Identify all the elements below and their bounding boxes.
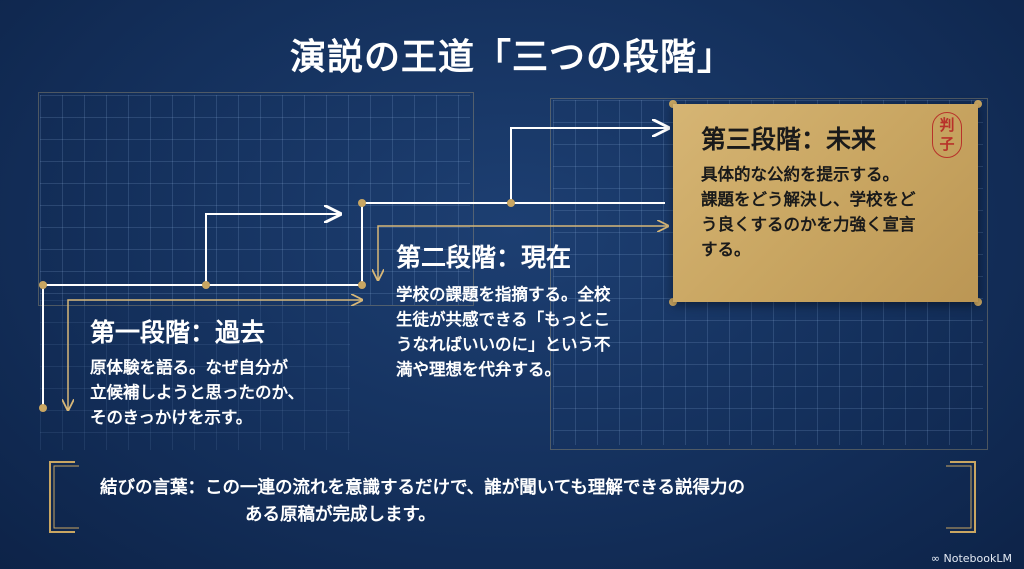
step3-line: 課題をどう解決し、学校をど — [701, 190, 916, 209]
step1-title: 第一段階：過去 — [90, 318, 266, 347]
step2-title: 第二段階：現在 — [396, 243, 572, 272]
step3-body: 具体的な公約を提示する。 課題をどう解決し、学校をど う良くするのかを力強く宣言… — [701, 162, 976, 262]
watermark-label: ∞ NotebookLM — [931, 552, 1012, 565]
notebooklm-logo-icon: ∞ — [930, 552, 944, 565]
conclusion-brackets — [49, 461, 976, 533]
seal-char: 判 — [939, 116, 955, 134]
conclusion-text: 結びの言葉：この一連の流れを意識するだけで、誰が聞いても理解できる説得力の ある… — [90, 475, 950, 529]
step3-line: する。 — [701, 240, 751, 259]
guide-lines — [68, 226, 668, 410]
step3-line: 具体的な公約を提示する。 — [701, 165, 899, 184]
step3-card: 第三段階：未来 判 子 具体的な公約を提示する。 課題をどう解決し、学校をど う… — [673, 104, 978, 302]
conclusion-line1: 結びの言葉：この一連の流れを意識するだけで、誰が聞いても理解できる説得力の — [100, 478, 746, 498]
node-dots — [39, 100, 982, 412]
seal-char: 子 — [939, 135, 955, 153]
conclusion-line2: ある原稿が完成します。 — [245, 505, 436, 525]
seal-stamp-icon: 判 子 — [932, 112, 962, 158]
step2-line: うなればいいのに」という不 — [396, 335, 611, 354]
step2-body: 学校の課題を指摘する。全校 生徒が共感できる「もっとこ うなればいいのに」という… — [396, 282, 676, 382]
step1-line: 原体験を語る。なぜ自分が — [90, 358, 288, 377]
step1-line: そのきっかけを示す。 — [90, 408, 253, 427]
step2-line: 満や理想を代弁する。 — [396, 360, 561, 379]
step3-title: 第三段階：未来 — [701, 125, 877, 154]
watermark-text: NotebookLM — [943, 552, 1012, 565]
step2-line: 学校の課題を指摘する。全校 — [396, 285, 611, 304]
step3-line: う良くするのかを力強く宣言 — [701, 215, 916, 234]
page-title: 演説の王道「三つの段階」 — [289, 36, 734, 78]
step1-line: 立候補しようと思ったのか、 — [90, 383, 305, 402]
step2-line: 生徒が共感できる「もっとこ — [396, 310, 611, 329]
step1-body: 原体験を語る。なぜ自分が 立候補しようと思ったのか、 そのきっかけを示す。 — [90, 355, 380, 430]
